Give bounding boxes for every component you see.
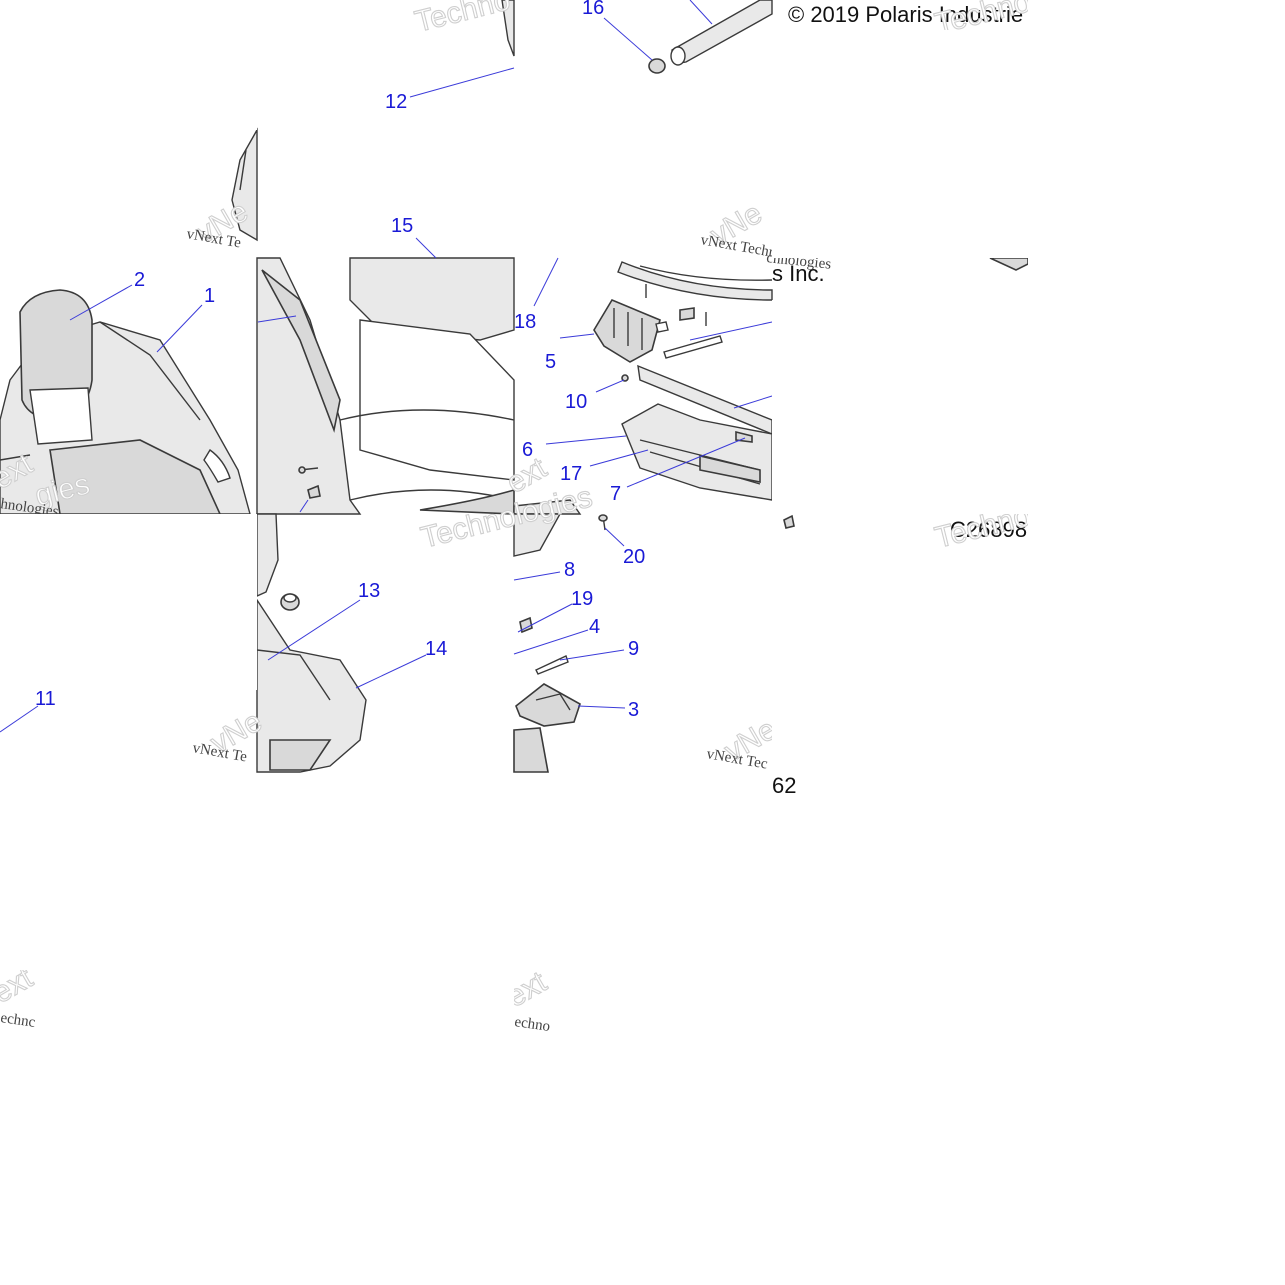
tube-part bbox=[670, 0, 773, 66]
copyright-text-tail: s Inc. bbox=[772, 261, 825, 286]
screw-right bbox=[783, 514, 795, 529]
console-base bbox=[256, 513, 367, 773]
handle-3 bbox=[515, 683, 581, 727]
callout-17: 17 bbox=[560, 463, 582, 485]
spring-19 bbox=[519, 616, 533, 634]
diagram-notes: © 2019 Polaris Industrie s Inc. C26898 6… bbox=[772, 2, 1027, 798]
watermark-small-7: echnc bbox=[0, 1010, 37, 1031]
panel-fragment-8 bbox=[513, 513, 562, 557]
callout-labels: 1 2 3 4 5 6 7 8 9 10 11 12 13 14 15 16 1… bbox=[35, 0, 645, 721]
page-number-fragment: 62 bbox=[772, 773, 796, 798]
callout-5: 5 bbox=[545, 351, 556, 373]
drawing-number: C26898 bbox=[950, 517, 1027, 542]
pin-part bbox=[663, 335, 723, 359]
callout-12: 12 bbox=[385, 91, 407, 113]
callout-18: 18 bbox=[514, 311, 536, 333]
callout-20: 20 bbox=[623, 546, 645, 568]
callout-6: 6 bbox=[522, 439, 533, 461]
callout-3: 3 bbox=[628, 699, 639, 721]
callout-10: 10 bbox=[565, 391, 587, 413]
callout-1: 1 bbox=[204, 285, 215, 307]
bolt-near-seat bbox=[298, 466, 321, 499]
right-edge-fragment bbox=[989, 257, 1029, 271]
callout-4: 4 bbox=[589, 616, 600, 638]
grommet-13 bbox=[280, 593, 300, 611]
lower-panel-fragment bbox=[513, 727, 549, 773]
end-cap-part bbox=[648, 58, 666, 74]
washer-10 bbox=[621, 374, 629, 382]
callout-15: 15 bbox=[391, 215, 413, 237]
callout-19: 19 bbox=[571, 588, 593, 610]
callout-2: 2 bbox=[134, 269, 145, 291]
upper-trim-arc bbox=[617, 261, 773, 301]
driver-seat bbox=[0, 289, 281, 515]
callout-16: 16 bbox=[582, 0, 604, 19]
seat-frame bbox=[256, 257, 515, 515]
callout-13: 13 bbox=[358, 580, 380, 602]
watermark-large-1: Techno bbox=[412, 0, 514, 39]
callout-8: 8 bbox=[564, 559, 575, 581]
watermark-small-8: echno bbox=[513, 1014, 551, 1035]
seat-back-edge-fragment bbox=[231, 127, 258, 242]
panel-fragment-lower-left bbox=[513, 499, 582, 515]
screw-20 bbox=[598, 514, 608, 531]
leader-lines bbox=[0, 0, 773, 733]
callout-11: 11 bbox=[35, 688, 56, 710]
copyright-text: © 2019 Polaris Industrie bbox=[788, 2, 1023, 27]
small-block-part bbox=[679, 307, 707, 326]
callout-9: 9 bbox=[628, 638, 639, 660]
callout-14: 14 bbox=[425, 638, 447, 660]
bracket-fragment-top bbox=[501, 0, 515, 57]
latch-bracket-5 bbox=[593, 284, 669, 363]
pin-9 bbox=[535, 655, 569, 675]
callout-7: 7 bbox=[610, 483, 621, 505]
